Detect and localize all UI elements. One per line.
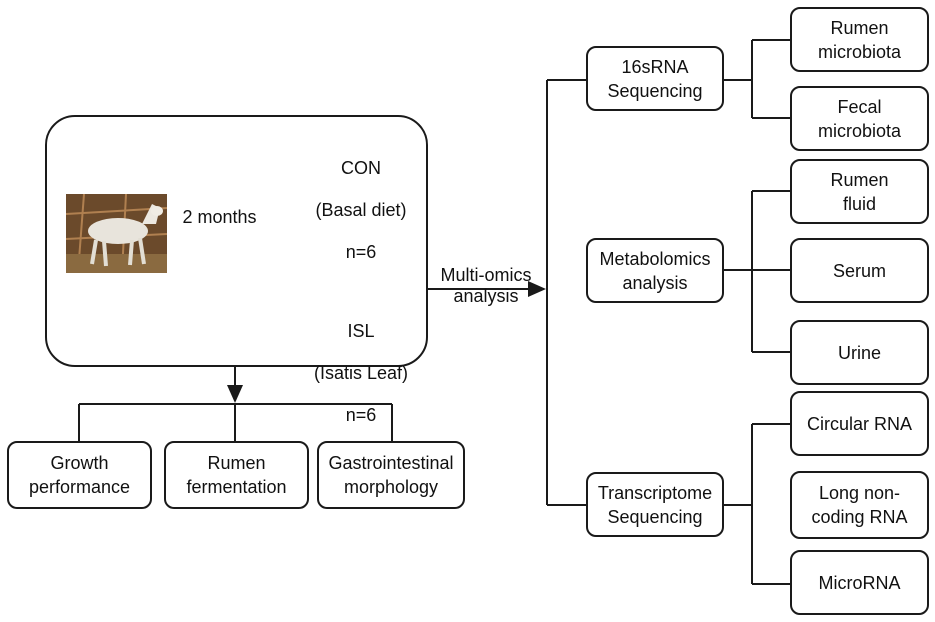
multi-omics-label: Multi-omics analysis <box>440 265 532 306</box>
goat-photo <box>66 194 167 273</box>
target-urine: Urine <box>790 320 929 385</box>
target-rumen-fluid: Rumen fluid <box>790 159 929 224</box>
group-con-diet: (Basal diet) <box>315 200 407 220</box>
group-con-name: CON <box>341 158 381 178</box>
target-serum: Serum <box>790 238 929 303</box>
outcome-gastrointestinal-morphology: Gastrointestinal morphology <box>317 441 465 509</box>
omics-metabolomics-analysis: Metabolomics analysis <box>586 238 724 303</box>
target-microrna: MicroRNA <box>790 550 929 615</box>
omics-transcriptome-sequencing: Transcriptome Sequencing <box>586 472 724 537</box>
group-isl-n: n=6 <box>345 405 377 425</box>
group-con-n: n=6 <box>345 242 377 262</box>
target-rumen-microbiota: Rumen microbiota <box>790 7 929 72</box>
target-fecal-microbiota: Fecal microbiota <box>790 86 929 151</box>
group-isl: ISL (Isatis Leaf) n=6 <box>296 300 426 447</box>
group-isl-name: ISL <box>347 321 375 341</box>
outcome-rumen-fermentation: Rumen fermentation <box>164 441 309 509</box>
target-circular-rna: Circular RNA <box>790 391 929 456</box>
duration-label: 2 months <box>182 207 257 227</box>
group-isl-diet: (Isatis Leaf) <box>313 363 409 383</box>
omics-16srna-sequencing: 16sRNA Sequencing <box>586 46 724 111</box>
outcome-growth-performance: Growth performance <box>7 441 152 509</box>
target-long-noncoding-rna: Long non- coding RNA <box>790 471 929 539</box>
group-con: CON (Basal diet) n=6 <box>296 137 426 284</box>
